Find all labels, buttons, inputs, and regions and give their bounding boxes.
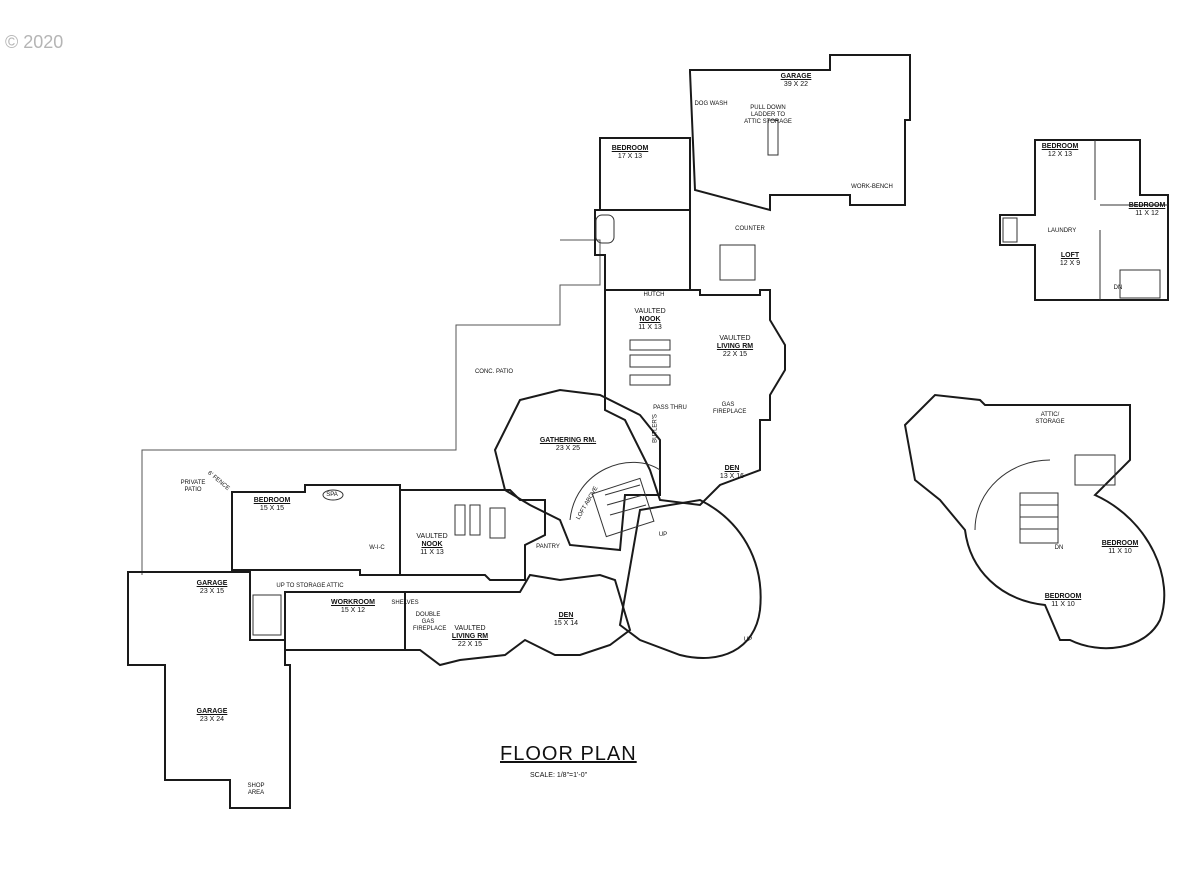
butlers-label: BUTLER'S (652, 414, 659, 443)
tower-walls (618, 498, 762, 659)
room-gathering: GATHERING RM.23 X 25 (539, 437, 597, 452)
double-fireplace-label: DOUBLE GAS FIREPLACE (413, 612, 447, 632)
second-floor-lower-walls (903, 393, 1166, 650)
gathering-room-walls (493, 388, 661, 552)
hutch-label: HUTCH (643, 292, 665, 298)
stair-dn-label: DN (1113, 285, 1123, 291)
left-nook-walls (399, 489, 546, 581)
conc-patio-outline (141, 239, 601, 575)
copyright-watermark: © 2020 (5, 32, 64, 52)
stair-up-label: UP (658, 532, 668, 538)
scale-note: SCALE: 1/8"=1'-0" (530, 772, 588, 779)
gas-fireplace-label: GAS FIREPLACE (713, 402, 747, 415)
pantry-label: PANTRY (536, 544, 560, 550)
conc-patio-label: CONC. PATIO (474, 369, 514, 375)
shelves-label: SHELVES (391, 600, 419, 606)
attic-storage-label: ATTIC/ STORAGE (1035, 412, 1065, 425)
storage-attic-label: UP TO STORAGE ATTIC (276, 583, 344, 589)
attic-ladder-note: PULL DOWN LADDER TO ATTIC STORAGE (744, 105, 792, 125)
work-bench-label: WORK-BENCH (851, 184, 893, 190)
upper-garage-walls (689, 54, 911, 212)
floor-plan-title: FLOOR PLAN (500, 743, 637, 765)
kitchen-living-walls (604, 289, 786, 507)
shop-area-label: SHOP AREA (247, 783, 265, 796)
second-floor-upper-walls (999, 139, 1169, 301)
stair-dn-label-2: DN (1054, 545, 1064, 551)
loft-above-arc (569, 461, 661, 521)
dog-wash-label: DOG WASH (694, 101, 728, 107)
garage-stair (252, 594, 282, 636)
stair-up-label-2: UP (743, 637, 753, 643)
private-patio-label: PRIVATE PATIO (180, 480, 206, 493)
laundry-label: LAUNDRY (1047, 228, 1077, 234)
wic-label: W-I-C (369, 545, 385, 551)
pass-thru-label: PASS THRU (653, 405, 687, 411)
main-stair (591, 477, 655, 538)
upper-bath-walls (594, 209, 691, 291)
lower-living-walls (404, 573, 632, 667)
left-garage-walls (127, 571, 291, 809)
counter-label: COUNTER (735, 226, 765, 232)
upper-stair (719, 244, 756, 281)
loft-stair (1019, 492, 1059, 544)
spa-label: SPA (326, 492, 338, 498)
